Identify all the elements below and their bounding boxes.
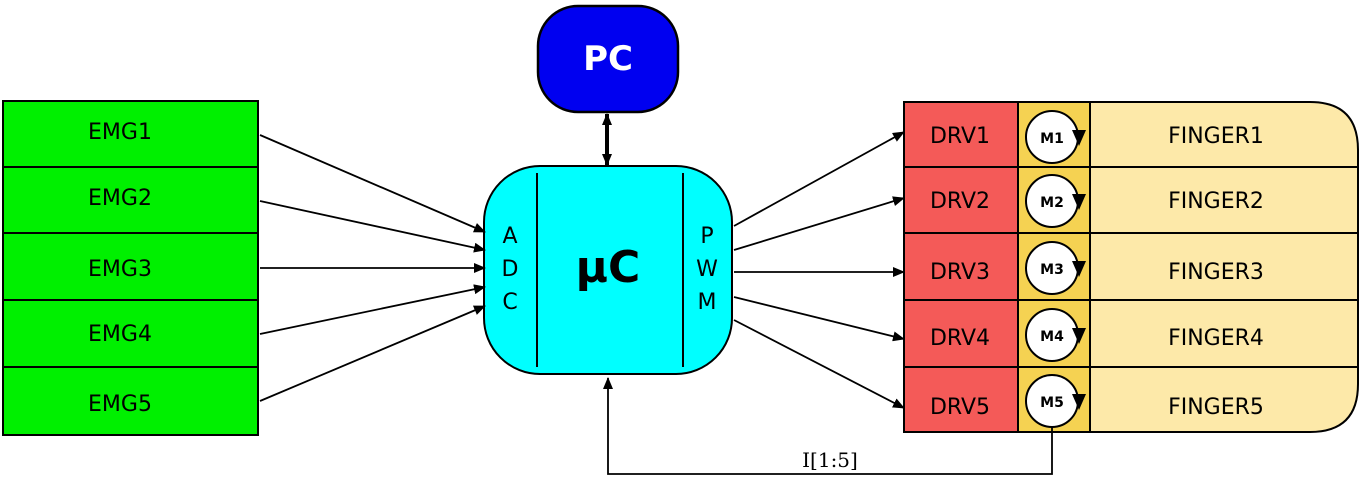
pwm-arrow (733, 131, 905, 227)
emg-arrow (259, 284, 486, 335)
pwm-letter-2: W (696, 257, 718, 282)
motor-label-4: M4 (1040, 329, 1064, 345)
motor-label-3: M3 (1040, 262, 1064, 278)
pwm-letter-1: P (700, 224, 713, 249)
finger-dividers (1090, 166, 1358, 368)
motor-label-5: M5 (1040, 395, 1064, 411)
emg-arrow (259, 305, 486, 402)
current-feedback-line (603, 377, 1053, 475)
finger-panel (1059, 101, 1359, 433)
finger-label-3: FINGER3 (1168, 260, 1264, 285)
pc-label: PC (583, 39, 633, 79)
pwm-letter-3: M (698, 290, 717, 315)
emg-adc-arrows (259, 134, 486, 402)
emg-box (2, 366, 259, 436)
pc-node: PC (536, 4, 680, 114)
driver-label-5: DRV5 (930, 395, 990, 420)
pwm-driver-arrows (733, 131, 905, 409)
mcu-label: µC (576, 242, 641, 293)
microcontroller: µC A D C P W M (483, 165, 733, 375)
driver-label-4: DRV4 (930, 326, 990, 351)
emg-arrow (259, 200, 486, 253)
adc-letter-2: D (502, 257, 519, 282)
motor-5: M5 (1025, 374, 1086, 428)
finger-label-2: FINGER2 (1168, 189, 1264, 214)
finger-label-5: FINGER5 (1168, 395, 1264, 420)
emg-label-5: EMG5 (88, 392, 152, 417)
driver-column: DRV1 DRV2 DRV3 DRV4 DRV5 (903, 101, 1019, 433)
pwm-arrow (733, 296, 905, 342)
driver-box (903, 232, 1019, 301)
feedback-label: I[1:5] (802, 448, 858, 472)
driver-box (903, 366, 1019, 433)
emg-label-4: EMG4 (88, 322, 152, 347)
rotation-arrow-icon (1072, 394, 1086, 410)
pc-box (536, 4, 680, 114)
adc-letter-3: C (502, 290, 517, 315)
finger-label-4: FINGER4 (1168, 326, 1264, 351)
motor-2: M2 (1025, 174, 1086, 228)
driver-box (903, 166, 1019, 234)
motor-3: M3 (1025, 241, 1086, 295)
pwm-arrow (733, 319, 905, 409)
emg-box (2, 100, 259, 168)
emg-label-3: EMG3 (88, 257, 152, 282)
rotation-arrow-icon (1072, 261, 1086, 277)
pwm-arrow (733, 196, 905, 251)
driver-label-1: DRV1 (930, 124, 990, 149)
driver-label-3: DRV3 (930, 260, 990, 285)
finger-labels: FINGER1 FINGER2 FINGER3 FINGER4 FINGER5 (1168, 124, 1264, 420)
emg-sensors: EMG1 EMG2 EMG3 EMG4 EMG5 (2, 100, 259, 436)
rotation-arrow-icon (1072, 194, 1086, 210)
emg-arrow (259, 134, 486, 233)
emg-label-2: EMG2 (88, 186, 152, 211)
motor-4: M4 (1025, 308, 1086, 362)
finger-label-1: FINGER1 (1168, 124, 1264, 149)
driver-label-2: DRV2 (930, 189, 990, 214)
rotation-arrow-icon (1072, 328, 1086, 344)
emg-label-1: EMG1 (88, 120, 152, 145)
driver-box (903, 299, 1019, 368)
motor-label-1: M1 (1040, 131, 1064, 147)
adc-letter-1: A (502, 224, 517, 249)
motor-label-2: M2 (1040, 195, 1064, 211)
rotation-arrow-icon (1072, 130, 1086, 146)
motor-column: M1 M2 M3 M4 M5 (1017, 101, 1091, 433)
motor-1: M1 (1025, 110, 1086, 164)
